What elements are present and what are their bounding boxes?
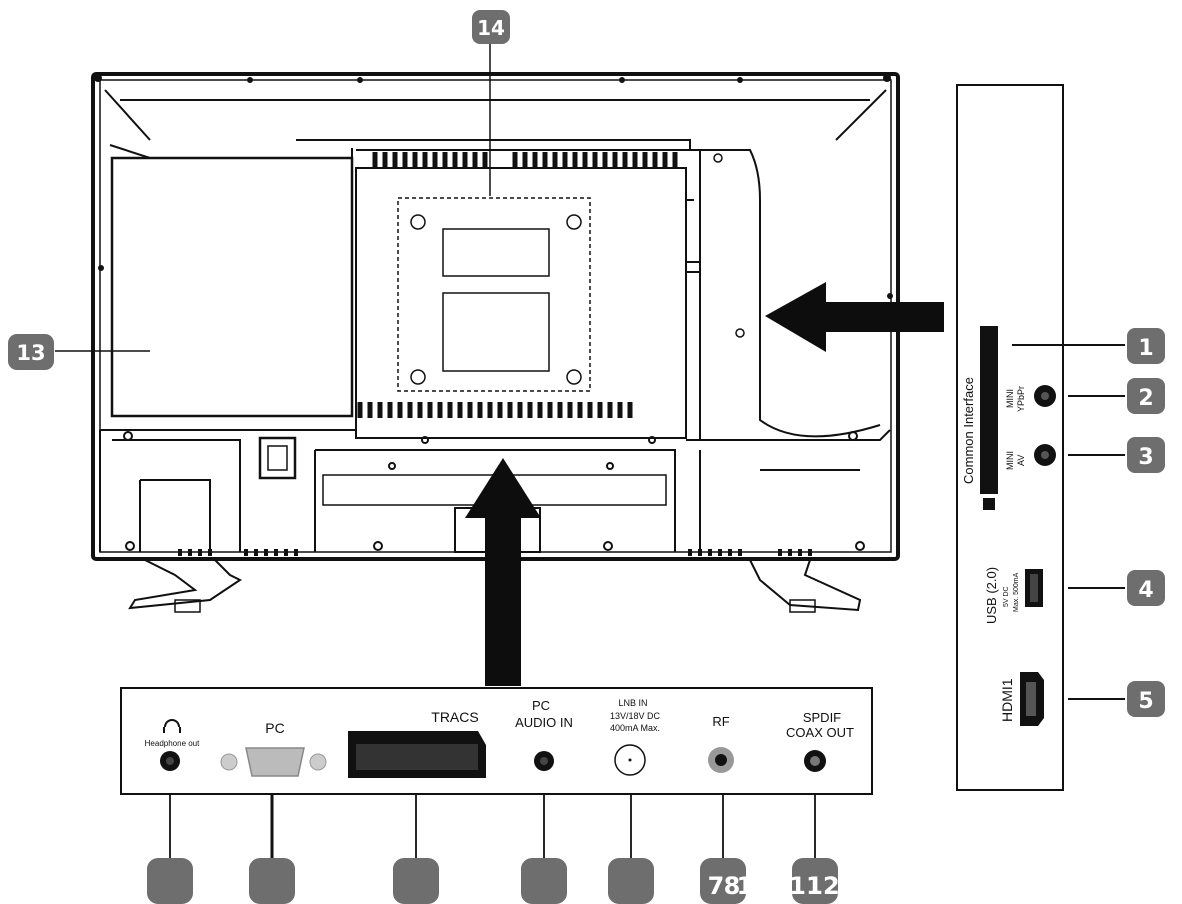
badge-spdif-label-11: 11 <box>789 872 822 900</box>
badge-rf-label-1: 1 <box>737 872 754 900</box>
mini-ypbpr-label-1: MINI <box>1005 389 1015 408</box>
badge-lnb <box>608 858 654 904</box>
pc-audio-label-2: AUDIO IN <box>515 715 573 730</box>
bottom-callouts: 7 8 1 11 12 <box>147 794 840 904</box>
bottom-connector-panel: Headphone out PC TRACS PC AUDIO IN LNB I… <box>120 687 873 795</box>
badge-2-label: 2 <box>1138 386 1153 411</box>
vga-port <box>245 747 305 777</box>
callout-14: 14 <box>472 10 510 196</box>
badge-spdif-label-12: 12 <box>806 872 839 900</box>
mini-av-label-1: MINI <box>1005 451 1015 470</box>
usb-max-label: Max. 500mA <box>1013 572 1020 612</box>
headphone-icon <box>163 719 181 733</box>
arrow-to-bottom-panel <box>465 458 541 686</box>
usb-power-label: 5V DC <box>1003 586 1010 607</box>
callout-2: 2 <box>1068 378 1165 414</box>
tracs-label: TRACS <box>431 709 478 725</box>
callout-3: 3 <box>1068 437 1165 473</box>
mini-av-label-2: AV <box>1016 455 1026 466</box>
callout-1: 1 <box>1012 328 1165 364</box>
badge-1-label: 1 <box>1138 336 1153 361</box>
badge-pc-audio <box>521 858 567 904</box>
lnb-label-2: 13V/18V DC <box>610 711 661 721</box>
spdif-label-1: SPDIF <box>803 710 841 725</box>
badge-spdif <box>792 858 838 904</box>
lnb-label-3: 400mA Max. <box>610 723 660 733</box>
common-interface-label: Common Interface <box>961 377 976 484</box>
badge-pc <box>249 858 295 904</box>
side-connector-panel: Common Interface MINI YPbPr MINI AV USB … <box>956 84 1064 791</box>
common-interface-slot <box>980 326 998 494</box>
pc-label: PC <box>265 720 284 736</box>
headphone-label: Headphone out <box>145 739 200 748</box>
badge-rf-label-8: 8 <box>724 872 741 900</box>
badge-rf <box>700 858 746 904</box>
usb-label: USB (2.0) <box>984 567 999 624</box>
badge-scart <box>393 858 439 904</box>
lnb-label-1: LNB IN <box>618 698 647 708</box>
pc-audio-label-1: PC <box>532 698 550 713</box>
arrow-to-side-panel <box>765 282 944 352</box>
mini-ypbpr-label-2: YPbPr <box>1016 386 1026 412</box>
badge-14-label: 14 <box>477 16 505 40</box>
hdmi-label: HDMI1 <box>999 678 1015 722</box>
spdif-label-2: COAX OUT <box>786 725 854 740</box>
callout-5: 5 <box>1068 681 1165 717</box>
badge-13-label: 13 <box>16 341 45 365</box>
badge-5-label: 5 <box>1138 689 1153 714</box>
badge-rf-label-7: 7 <box>708 872 725 900</box>
badge-3-label: 3 <box>1138 445 1153 470</box>
callout-4: 4 <box>1068 570 1165 606</box>
badge-headphone <box>147 858 193 904</box>
rf-label: RF <box>712 714 729 729</box>
badge-4-label: 4 <box>1138 578 1153 603</box>
callout-13: 13 <box>8 334 150 370</box>
